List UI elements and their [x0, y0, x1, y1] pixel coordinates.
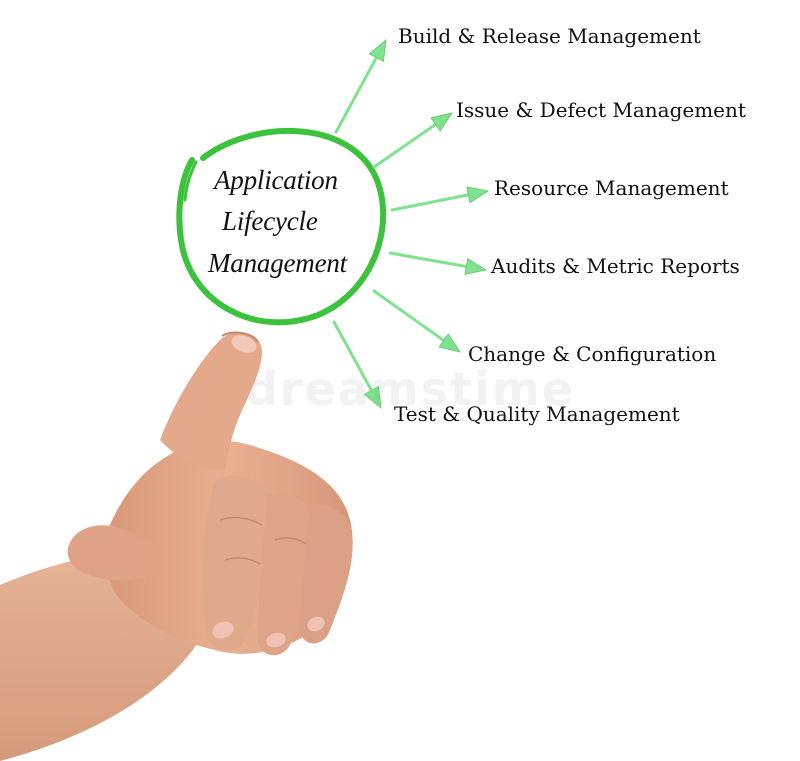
arrow-test-quality [332, 320, 382, 409]
pointing-hand-icon [0, 331, 353, 761]
center-circle [176, 127, 387, 326]
arrow-change-config [372, 289, 461, 353]
svg-text:dreamstime: dreamstime [245, 362, 575, 416]
center-title-line-1: Application [214, 165, 338, 195]
branch-label-change-config: Change & Configuration [468, 342, 717, 366]
branch-label-build-release: Build & Release Management [398, 24, 701, 48]
watermark: dreamstime [245, 362, 575, 416]
branch-arrows [332, 39, 490, 409]
branch-label-audits-metrics: Audits & Metric Reports [491, 254, 740, 278]
arrow-resource [390, 186, 490, 212]
arrow-issue-defect [372, 112, 453, 169]
branch-label-test-quality: Test & Quality Management [394, 402, 680, 426]
center-title-line-2: Lifecycle [222, 206, 318, 236]
branch-label-resource: Resource Management [494, 176, 729, 200]
branch-label-issue-defect: Issue & Defect Management [456, 98, 746, 122]
arrow-audits-metrics [388, 251, 488, 275]
arrow-build-release [334, 39, 387, 134]
center-title-line-3: Management [208, 248, 347, 278]
